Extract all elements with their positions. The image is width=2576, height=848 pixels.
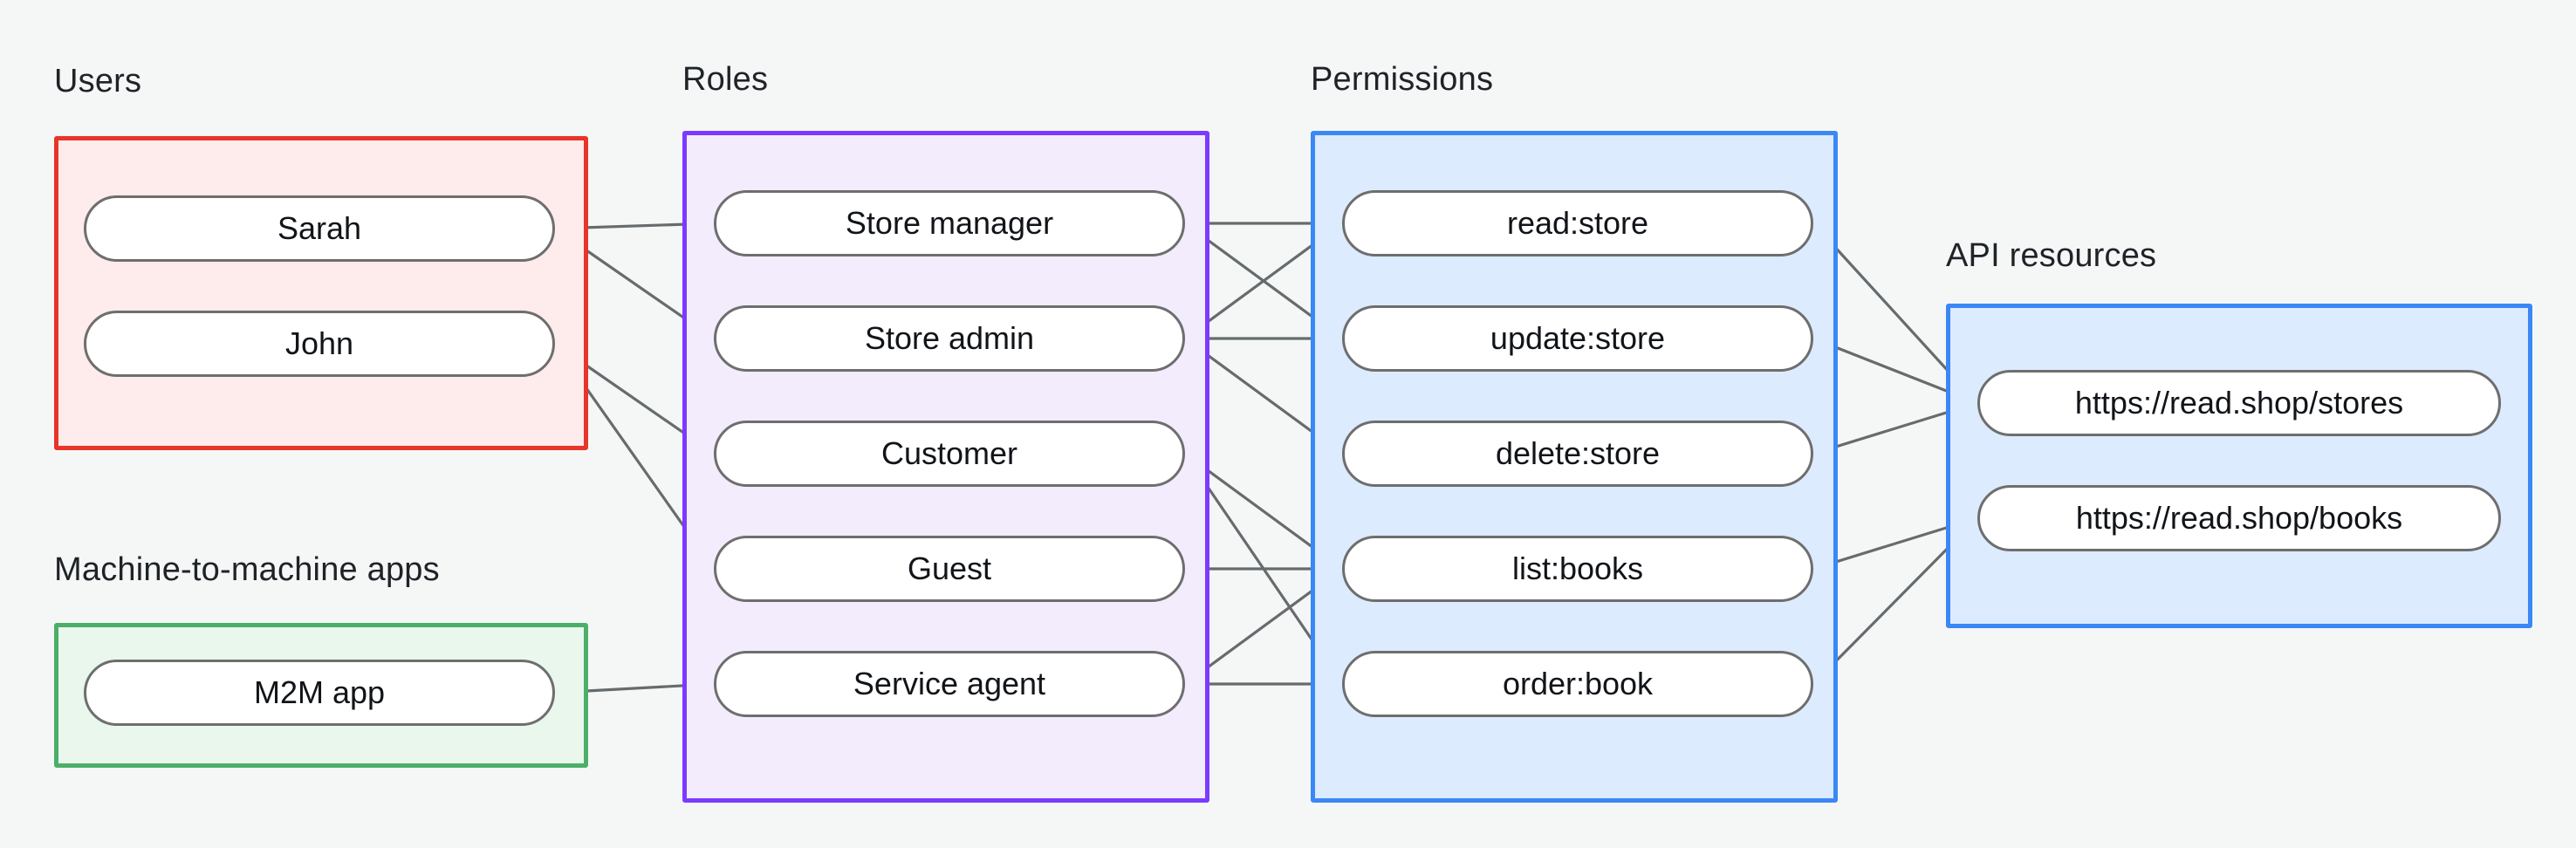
node-svcagent[interactable]: Service agent [714, 651, 1185, 717]
group-title-roles: Roles [682, 61, 769, 98]
node-readstore[interactable]: read:store [1342, 190, 1813, 256]
group-title-users: Users [54, 63, 142, 99]
node-apibooks[interactable]: https://read.shop/books [1977, 485, 2501, 551]
group-title-api: API resources [1946, 237, 2157, 274]
node-sarah[interactable]: Sarah [84, 195, 555, 262]
node-orderbook[interactable]: order:book [1342, 651, 1813, 717]
node-deletestore[interactable]: delete:store [1342, 421, 1813, 487]
node-storeadmin[interactable]: Store admin [714, 305, 1185, 372]
node-guest[interactable]: Guest [714, 536, 1185, 602]
node-storemgr[interactable]: Store manager [714, 190, 1185, 256]
node-updatestore[interactable]: update:store [1342, 305, 1813, 372]
node-customer[interactable]: Customer [714, 421, 1185, 487]
node-listbooks[interactable]: list:books [1342, 536, 1813, 602]
group-box-users [54, 136, 588, 450]
node-apistores[interactable]: https://read.shop/stores [1977, 370, 2501, 436]
node-m2mapp[interactable]: M2M app [84, 660, 555, 726]
group-title-permissions: Permissions [1311, 61, 1494, 98]
node-john[interactable]: John [84, 311, 555, 377]
group-box-api [1946, 304, 2532, 628]
group-title-m2m: Machine-to-machine apps [54, 551, 440, 588]
